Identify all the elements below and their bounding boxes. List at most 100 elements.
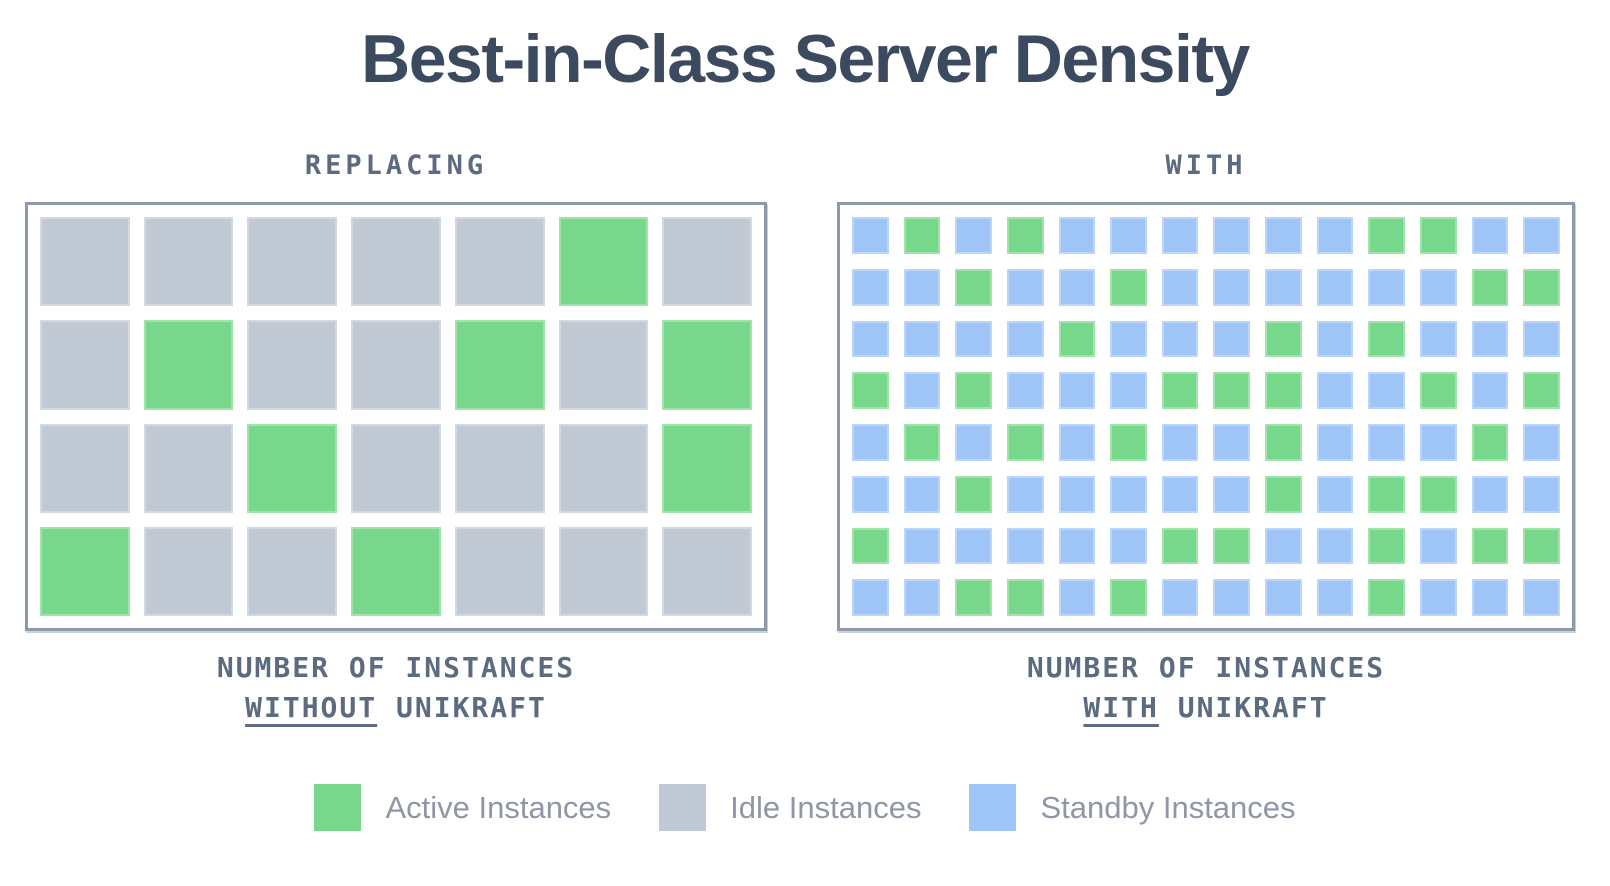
underlined-word: WITHOUT: [245, 691, 378, 724]
active-instance-cell: [1006, 579, 1044, 616]
standby-instance-cell: [1058, 217, 1096, 254]
standby-instance-cell: [955, 424, 992, 461]
idle-instance-cell: [143, 423, 234, 513]
standby-instance-cell: [1471, 372, 1509, 409]
standby-instance-cell: [1006, 527, 1044, 565]
standby-instance-cell: [1161, 579, 1199, 616]
standby-instance-cell: [1316, 579, 1354, 616]
standby-instance-cell: [1006, 320, 1044, 358]
standby-instance-cell: [1213, 217, 1251, 254]
standby-instance-cell: [955, 527, 992, 565]
idle-instance-cell: [558, 320, 649, 410]
standby-instance-cell: [1110, 320, 1147, 358]
idle-instance-cell: [40, 217, 130, 307]
standby-instance-cell: [1316, 475, 1354, 513]
standby-instance-cell: [955, 217, 992, 254]
with-unikraft-panel: WITH NUMBER OF INSTANCES WITH UNIKRAFT: [837, 150, 1575, 728]
with-unikraft-caption: NUMBER OF INSTANCES WITH UNIKRAFT: [837, 648, 1575, 728]
with-header: WITH: [1165, 150, 1247, 181]
standby-instance-cell: [852, 268, 889, 306]
standby-instance-cell: [1161, 424, 1199, 461]
standby-instance-cell: [1420, 527, 1457, 565]
active-instance-cell: [1110, 268, 1147, 306]
standby-instance-cell: [1006, 372, 1044, 409]
active-instance-cell: [351, 526, 441, 616]
standby-instance-cell: [1161, 217, 1199, 254]
active-instance-cell: [903, 217, 941, 254]
active-instance-cell: [1368, 217, 1406, 254]
standby-instance-cell: [1058, 424, 1096, 461]
active-instance-cell: [662, 320, 752, 410]
standby-instance-cell: [1213, 424, 1251, 461]
legend-item-idle: Idle Instances: [659, 784, 921, 831]
idle-instance-cell: [247, 526, 338, 616]
standby-instance-cell: [1058, 475, 1096, 513]
idle-instance-cell: [558, 423, 649, 513]
standby-instance-cell: [1161, 475, 1199, 513]
underlined-word: WITH: [1083, 691, 1159, 724]
idle-instances-swatch: [659, 784, 707, 831]
with-unikraft-grid: [852, 217, 1560, 616]
active-instance-cell: [1265, 320, 1302, 358]
standby-instance-cell: [1058, 372, 1096, 409]
active-instance-cell: [662, 423, 752, 513]
standby-instance-cell: [1471, 475, 1509, 513]
standby-instance-cell: [1368, 424, 1406, 461]
idle-instance-cell: [247, 320, 338, 410]
standby-instance-cell: [1006, 268, 1044, 306]
standby-instance-cell: [852, 217, 889, 254]
standby-instance-cell: [1523, 475, 1560, 513]
standby-instances-swatch: [969, 784, 1017, 831]
standby-instance-cell: [852, 579, 889, 616]
active-instance-cell: [1213, 372, 1251, 409]
active-instance-cell: [1006, 424, 1044, 461]
standby-instance-cell: [1058, 268, 1096, 306]
standby-instance-cell: [1058, 579, 1096, 616]
without-unikraft-caption: NUMBER OF INSTANCES WITHOUT UNIKRAFT: [25, 648, 767, 728]
active-instance-cell: [1161, 527, 1199, 565]
standby-instance-cell: [903, 268, 941, 306]
standby-instance-cell: [1316, 217, 1354, 254]
standby-instance-cell: [1420, 579, 1457, 616]
idle-instance-cell: [662, 526, 752, 616]
standby-instance-cell: [1523, 320, 1560, 358]
active-instance-cell: [143, 320, 234, 410]
active-instance-cell: [1213, 527, 1251, 565]
active-instance-cell: [955, 372, 992, 409]
standby-instance-cell: [1110, 475, 1147, 513]
active-instance-cell: [1265, 424, 1302, 461]
without-unikraft-panel: REPLACING NUMBER OF INSTANCES WITHOUT UN…: [25, 150, 767, 728]
standby-instance-cell: [1110, 527, 1147, 565]
with-unikraft-grid-box: [837, 202, 1575, 631]
active-instance-cell: [1265, 372, 1302, 409]
active-instance-cell: [1368, 320, 1406, 358]
idle-instance-cell: [351, 217, 441, 307]
standby-instance-cell: [1316, 372, 1354, 409]
active-instance-cell: [1265, 475, 1302, 513]
active-instance-cell: [1368, 475, 1406, 513]
standby-instance-cell: [903, 579, 941, 616]
legend-label-standby: Standby Instances: [1040, 789, 1296, 825]
active-instance-cell: [1471, 527, 1509, 565]
idle-instance-cell: [143, 526, 234, 616]
standby-instance-cell: [903, 372, 941, 409]
active-instance-cell: [1368, 579, 1406, 616]
standby-instance-cell: [1265, 527, 1302, 565]
standby-instance-cell: [1161, 268, 1199, 306]
comparison-panels: REPLACING NUMBER OF INSTANCES WITHOUT UN…: [0, 150, 1610, 728]
active-instance-cell: [852, 527, 889, 565]
standby-instance-cell: [1471, 217, 1509, 254]
active-instance-cell: [1420, 217, 1457, 254]
standby-instance-cell: [1523, 579, 1560, 616]
standby-instance-cell: [1523, 217, 1560, 254]
active-instance-cell: [40, 526, 130, 616]
active-instance-cell: [852, 372, 889, 409]
idle-instance-cell: [558, 526, 649, 616]
active-instance-cell: [558, 217, 649, 307]
active-instance-cell: [1058, 320, 1096, 358]
replacing-header: REPLACING: [304, 150, 488, 181]
caption-line2-rest: UNIKRAFT: [1158, 691, 1329, 724]
without-unikraft-grid-box: [25, 202, 767, 631]
legend-item-standby: Standby Instances: [969, 784, 1296, 831]
active-instance-cell: [1368, 527, 1406, 565]
